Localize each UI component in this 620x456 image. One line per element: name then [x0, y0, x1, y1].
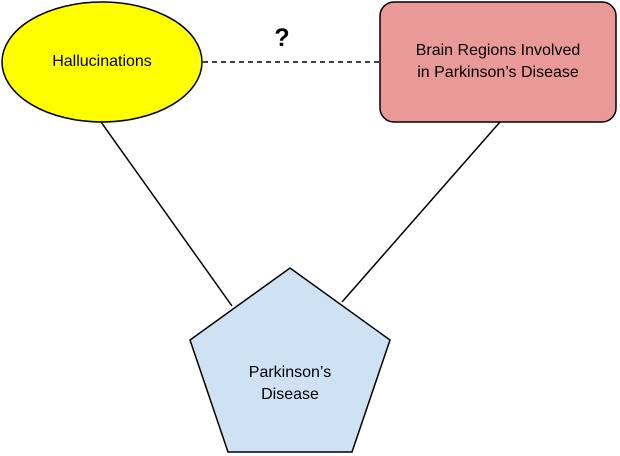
brain-regions-node: [379, 1, 617, 123]
hallucinations-node: [1, 1, 203, 123]
parkinsons-disease-label-line-1: Parkinson’s: [248, 364, 332, 381]
hallucinations-label-line: Hallucinations: [52, 53, 152, 70]
parkinsons-disease-label-line-2: Disease: [261, 386, 319, 403]
parkinsons-disease-node: [189, 267, 391, 453]
connector-hallucinations-parkinsons: [100, 121, 233, 307]
brain-regions-label-line-1: Brain Regions Involved: [415, 42, 581, 59]
hallucinations-label: Hallucinations: [2, 46, 202, 78]
brain-regions-label: Brain Regions Involved in Parkinson’s Di…: [380, 36, 616, 88]
edge-question-label: ?: [274, 24, 290, 52]
brain-regions-label-line-2: in Parkinson’s Disease: [417, 64, 579, 81]
connector-brain-regions-parkinsons: [341, 121, 501, 303]
parkinsons-disease-label: Parkinson’s Disease: [190, 358, 390, 410]
